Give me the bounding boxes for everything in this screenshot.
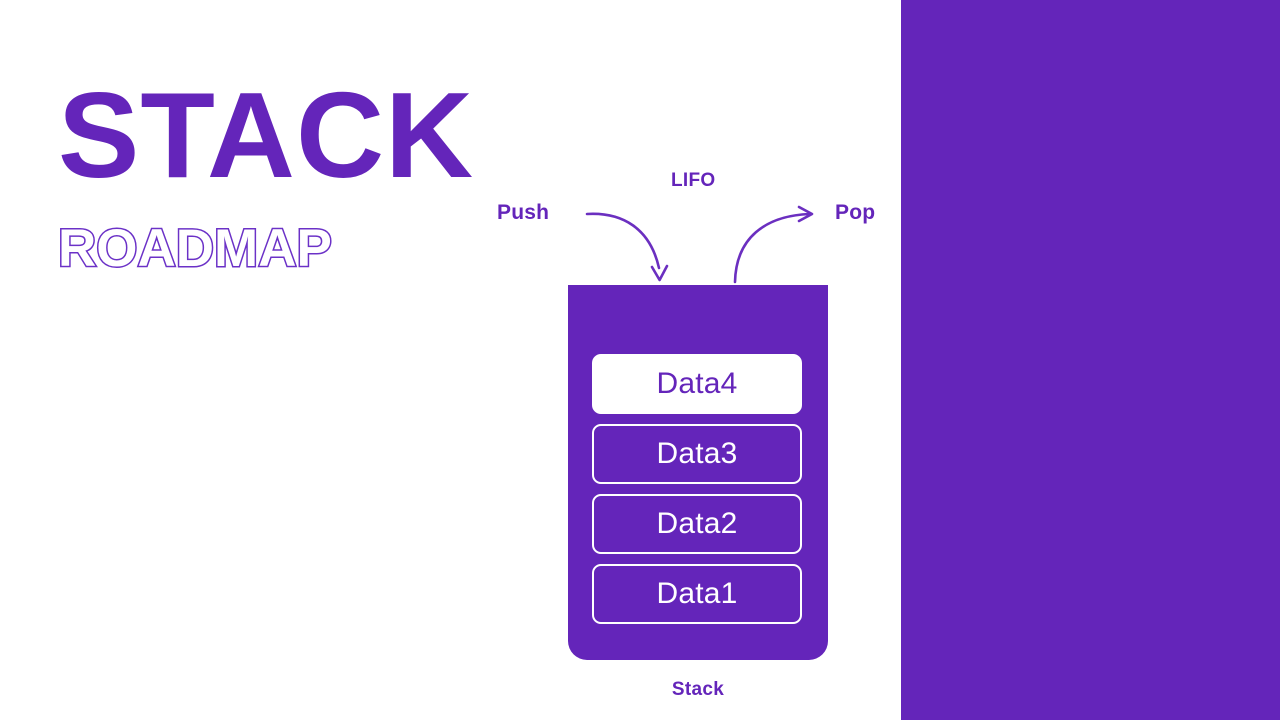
stack-container: Data4 Data3 Data2 Data1 [568,285,828,660]
stack-item-label: Data3 [656,437,738,470]
stack-item[interactable]: Data3 [592,424,802,484]
stack-item-label: Data1 [656,577,738,610]
page-subtitle: ROADMAP [57,219,334,278]
page-title: STACK [58,67,475,203]
stack-item[interactable]: Data4 [592,354,802,414]
stack-caption: Stack [671,679,725,700]
stack-items-list: Data4 Data3 Data2 Data1 [592,354,802,624]
stack-item[interactable]: Data2 [592,494,802,554]
stack-diagram: LIFO Push Pop Data4 Data3 [497,170,876,700]
lifo-label: LIFO [671,170,716,191]
arrows-group [585,205,814,284]
stack-item-label: Data4 [656,367,738,400]
title-block: STACK ROADMAP [57,67,518,277]
side-accent-panel [901,0,1280,720]
pop-label: Pop [835,201,876,224]
stack-item[interactable]: Data1 [592,564,802,624]
curved-arrow-down-icon [585,212,669,282]
stack-item-label: Data2 [656,507,738,540]
push-label: Push [497,201,550,224]
curved-arrow-up-right-icon [733,205,814,284]
